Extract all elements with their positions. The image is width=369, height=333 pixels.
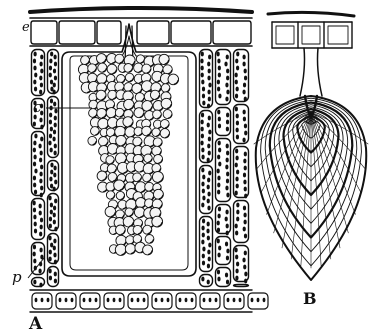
label-p: p (12, 268, 22, 286)
b-cuticle-line (268, 12, 354, 16)
cuticle-line (30, 8, 252, 12)
panel-b-cystolith-section (254, 12, 368, 280)
epidermis-cell (31, 21, 57, 44)
parenchyma-cell (234, 285, 249, 287)
parenchyma-cell (200, 275, 213, 287)
label-c: c (33, 98, 42, 116)
epidermis-cell (213, 21, 251, 44)
panel-a-leaf-section (30, 8, 268, 312)
epidermis-cell (97, 21, 121, 44)
parenchyma-cell (48, 97, 59, 158)
lower-cells (32, 293, 268, 309)
b-stalk (300, 48, 322, 96)
panel-label-b: B (303, 289, 317, 308)
epidermis-cells (31, 21, 251, 44)
epidermis-cell (137, 21, 169, 44)
label-e: e (22, 20, 30, 35)
epidermis-cell (171, 21, 211, 44)
panel-label-a: A (28, 314, 43, 333)
cystolith-body (78, 53, 178, 255)
epidermis-cell (59, 21, 95, 44)
